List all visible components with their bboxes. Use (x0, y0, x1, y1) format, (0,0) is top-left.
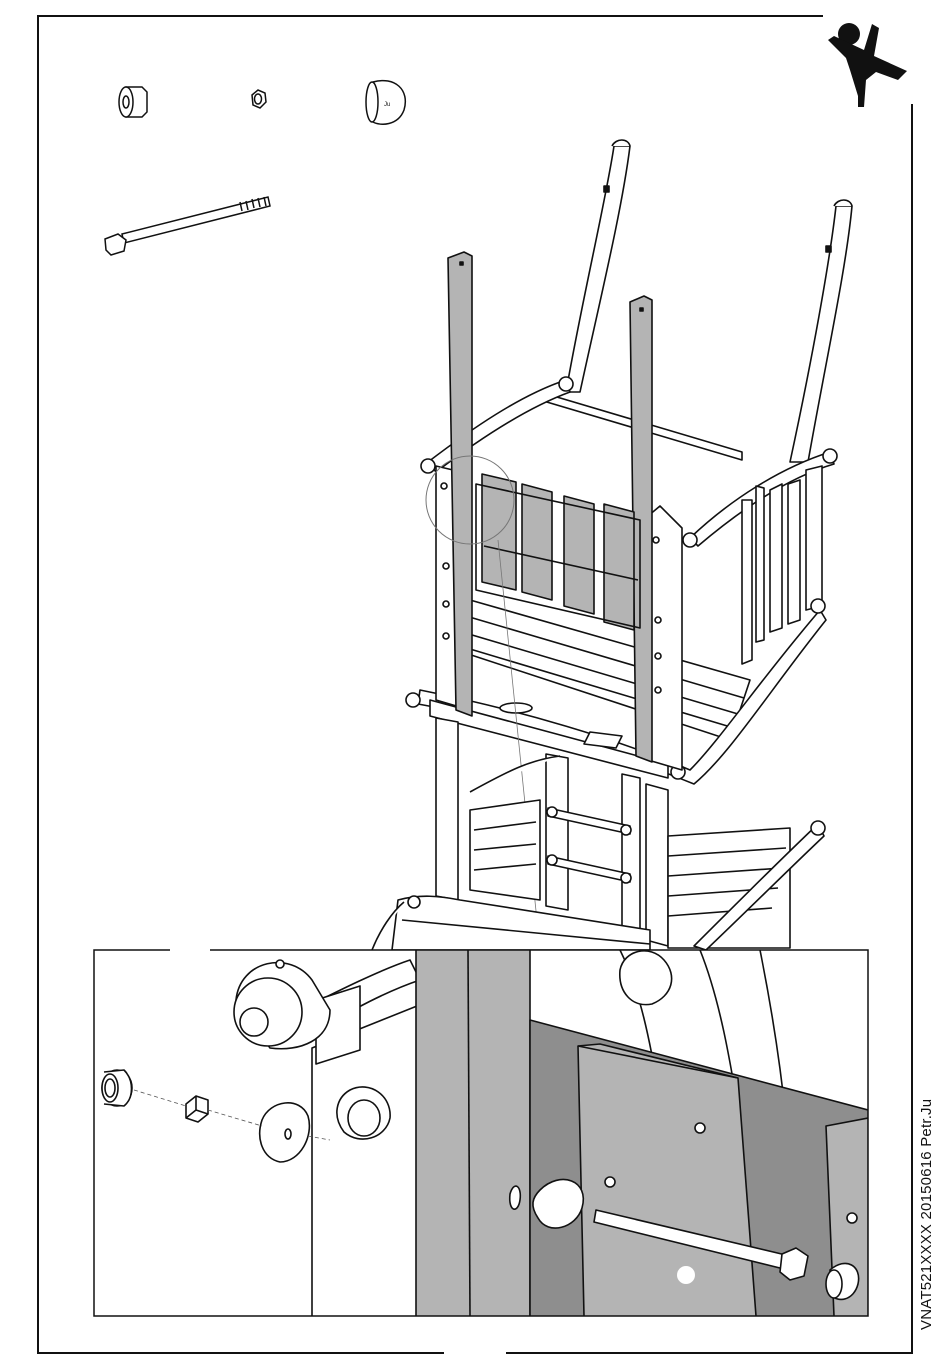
dome-cap-icon: Ju (366, 81, 405, 125)
detail-inset (94, 944, 868, 1316)
cap-nut-icon (119, 87, 147, 117)
svg-text:Ju: Ju (384, 102, 390, 108)
bolt-icon (105, 197, 270, 255)
playtower-assembly (372, 140, 852, 950)
document-code: VNAT521XXXX 20150616 Petr.Ju (918, 1000, 942, 1330)
hex-nut-icon (252, 90, 266, 108)
jumping-person-logo (828, 23, 907, 107)
